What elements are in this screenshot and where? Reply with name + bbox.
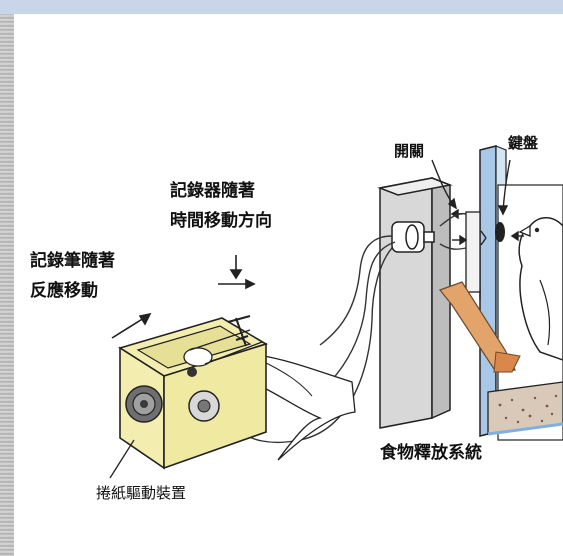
dispenser-motor — [391, 221, 435, 253]
food-chute — [439, 281, 516, 373]
food-release-system-label: 食物釋放系統 — [380, 443, 482, 463]
pen-movement-label-line2: 反應移動 — [30, 281, 98, 301]
paper-drive-label: 捲紙驅動裝置 — [96, 484, 187, 502]
food-tray — [487, 381, 563, 436]
switch-label: 開關 — [394, 142, 425, 160]
switch-bracket — [465, 211, 481, 300]
food-dispenser-cabinet — [377, 176, 453, 429]
key-label: 鍵盤 — [508, 134, 539, 152]
recorder-direction-label-line2: 時間移動方向 — [170, 211, 272, 231]
left-edge-texture — [0, 14, 14, 556]
cumulative-recorder — [118, 315, 356, 470]
top-border-bar — [0, 0, 563, 14]
pen-movement-label-line1: 記錄筆隨著 — [30, 251, 115, 271]
recorder-direction-label-line1: 記錄器隨著 — [170, 181, 255, 201]
key-disk — [495, 222, 505, 242]
pigeon — [518, 217, 563, 361]
direction-arrows — [109, 255, 256, 479]
chute-outlet — [493, 351, 521, 373]
